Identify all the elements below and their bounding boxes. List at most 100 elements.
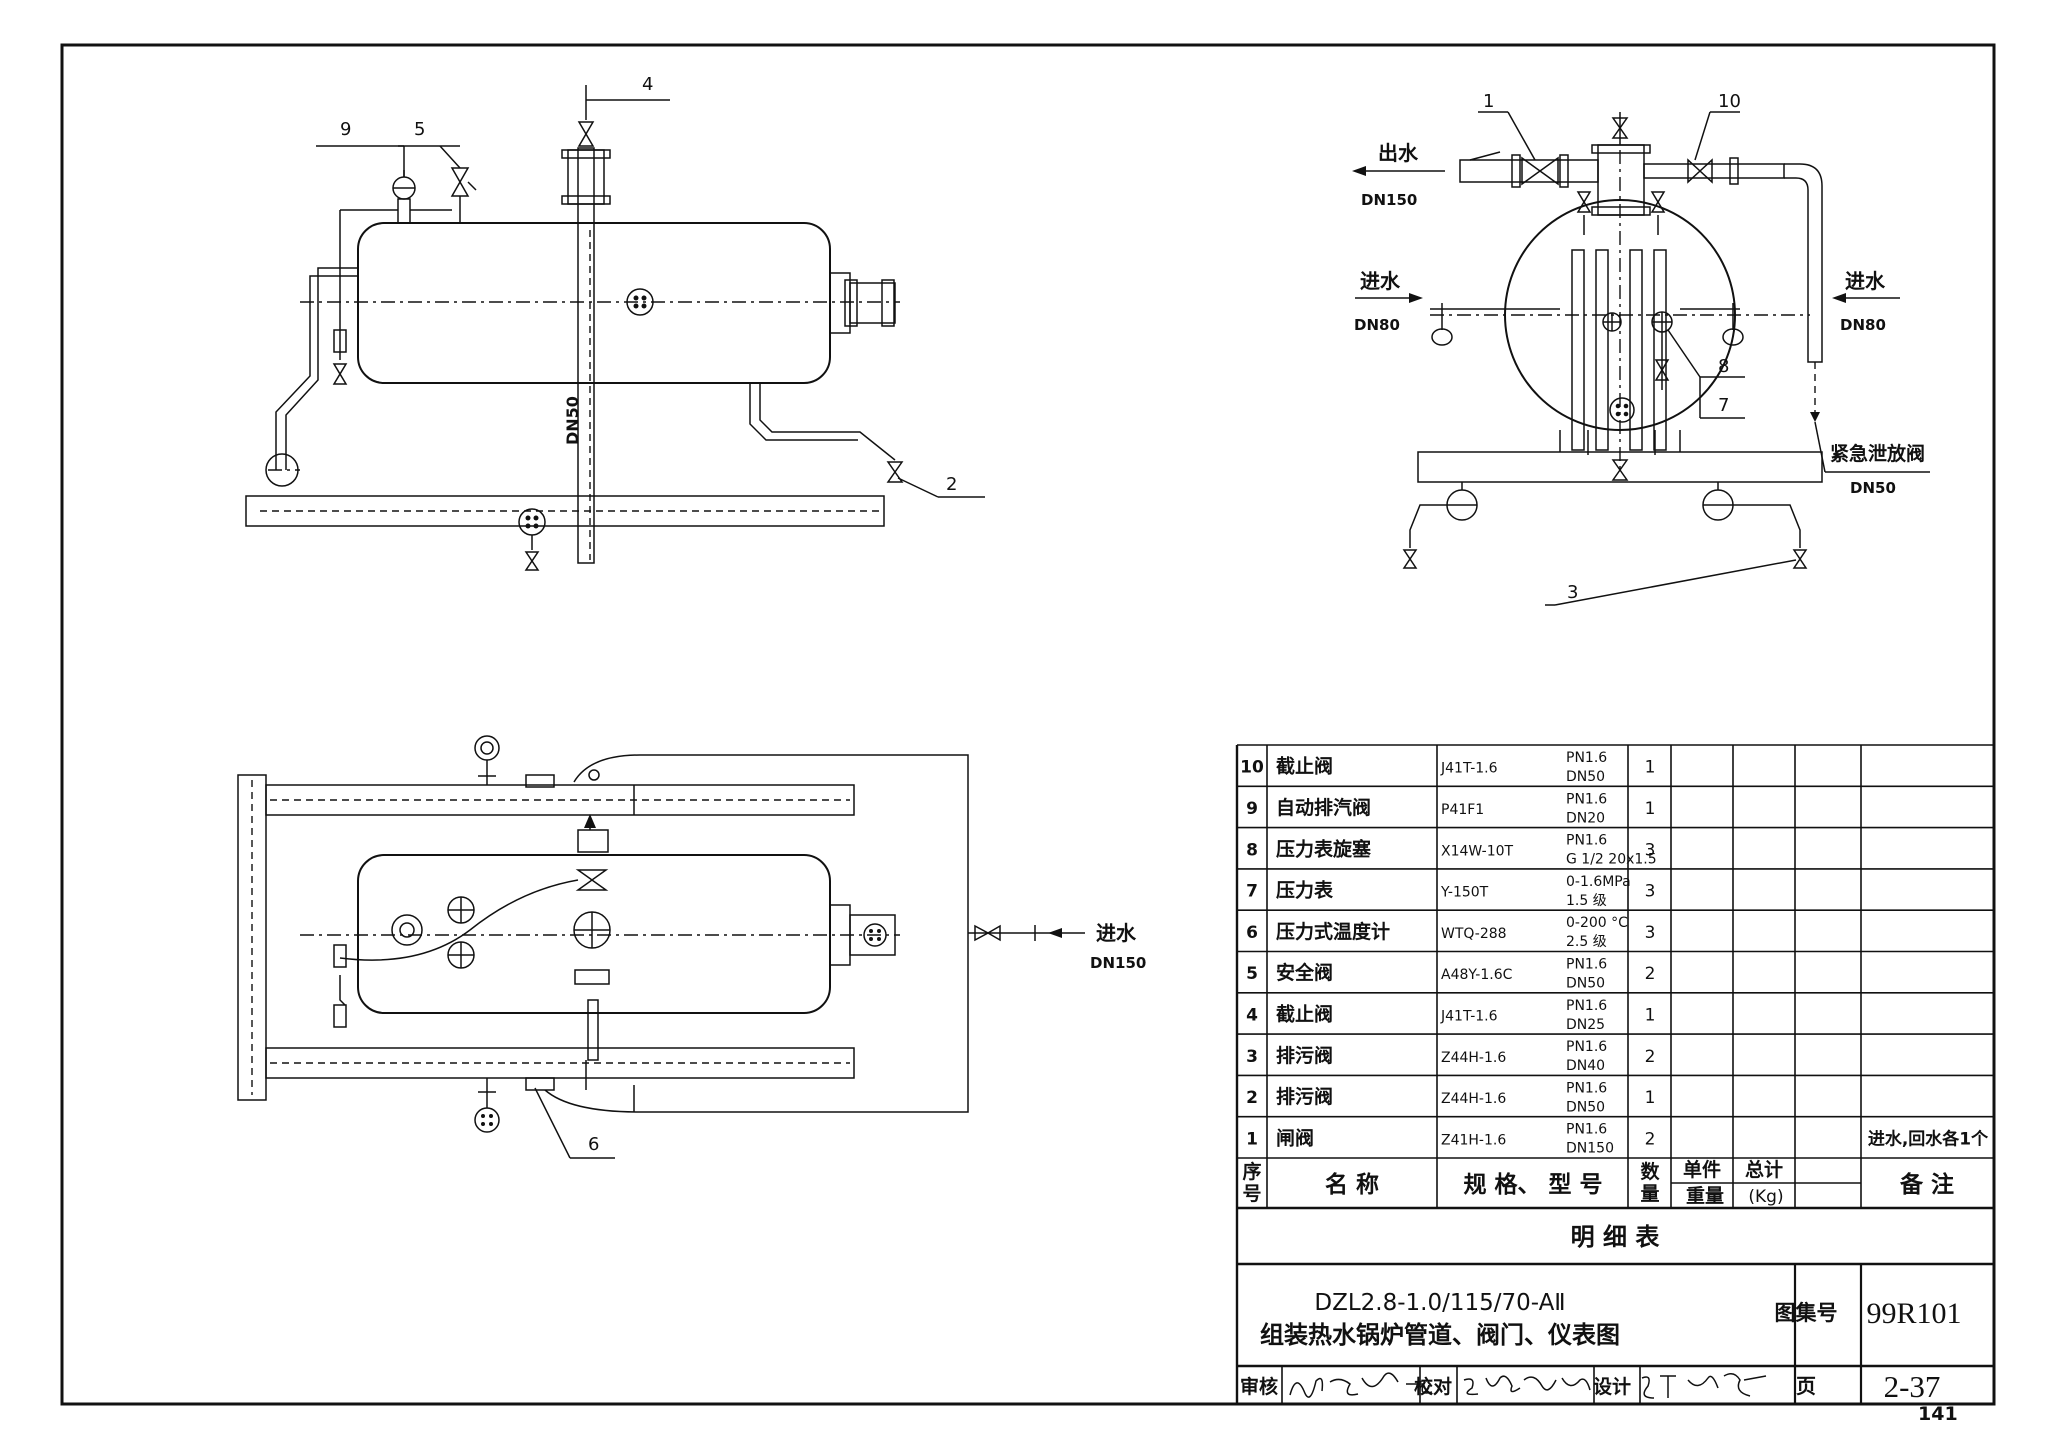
parts-table-caption: 明 细 表 [1571,1223,1661,1251]
pipe-size-label: DN80 [1840,316,1886,334]
pipe-size-label: DN150 [1361,191,1417,209]
cell-model: Y-150T [1440,885,1489,901]
cell-no: 6 [1246,923,1258,943]
parts-table-header: 序 号 名 称 规 格、 型 号 数 量 单件 总计 重量 (Kg) 备 注 [1242,1158,1954,1207]
cell-no: 10 [1240,758,1264,778]
cell-qty: 3 [1645,840,1656,860]
cell-spec: DN20 [1566,810,1605,826]
cell-name: 闸阀 [1276,1126,1314,1149]
header-remark: 备 注 [1899,1171,1954,1198]
leader-number: 6 [588,1134,599,1155]
cell-name: 截止阀 [1276,755,1333,778]
header-no: 号 [1242,1183,1261,1205]
cell-spec: DN25 [1566,1017,1605,1033]
elevation-leader-2: 2 [897,474,985,498]
side-inlet-right-label: 进水 DN80 [1832,269,1900,334]
cell-spec: DN50 [1566,976,1605,992]
cell-name: 自动排汽阀 [1276,796,1371,819]
drawing-frame [60,43,1996,1406]
leader-number: 8 [1718,356,1729,377]
cell-no: 9 [1246,799,1258,819]
leader-number: 10 [1718,91,1741,112]
signature-checker [1463,1375,1591,1396]
cell-spec: PN1.6 [1566,1122,1607,1138]
cell-spec: DN150 [1566,1141,1614,1157]
cell-name: 安全阀 [1276,961,1333,984]
side-view: 出水 DN150 进水 DN80 进水 DN80 紧急泄放阀 DN50 1 [1352,91,1930,606]
leader-number: 5 [414,119,425,140]
side-outlet-label: 出水 DN150 [1352,141,1445,209]
cell-spec: PN1.6 [1566,833,1607,849]
pipe-size-label: DN80 [1354,316,1400,334]
elevation-leader-4: 4 [586,74,670,101]
side-inlet-left-label: 进水 DN80 [1354,269,1423,334]
cell-qty: 3 [1645,923,1656,943]
cell-name: 排污阀 [1276,1044,1333,1067]
cell-no: 3 [1246,1047,1258,1067]
drawing-title: 组装热水锅炉管道、阀门、仪表图 [1260,1321,1620,1349]
cell-qty: 2 [1645,964,1656,984]
signature-designer [1641,1373,1767,1399]
side-leader-10: 10 [1694,91,1741,161]
header-qty: 数 [1640,1160,1660,1183]
plan-view: 进水 DN150 6 [237,735,1146,1159]
cell-name: 压力表 [1276,879,1334,902]
check-label: 校对 [1414,1375,1452,1398]
side-leader-1: 1 [1478,91,1536,161]
cell-qty: 1 [1645,1005,1656,1025]
cell-name: 排污阀 [1276,1085,1333,1108]
cell-spec: 1.5 级 [1566,893,1607,909]
cell-no: 1 [1246,1129,1258,1149]
side-leader-8: 8 [1667,329,1745,378]
header-total-weight: 总计 [1745,1158,1783,1181]
cell-model: J41T-1.6 [1440,1008,1498,1024]
cell-model: Z41H-1.6 [1441,1132,1506,1148]
pipe-size-label: DN50 [563,396,582,445]
cell-spec: DN50 [1566,769,1605,785]
cell-spec: 0-200 °C [1566,915,1628,931]
side-emergency-label: 紧急泄放阀 DN50 [1814,421,1930,497]
header-weight: 重量 [1686,1185,1724,1207]
side-leader-7: 7 [1699,377,1745,419]
cell-model: X14W-10T [1441,843,1514,859]
model-code: DZL2.8-1.0/115/70-AⅡ [1314,1290,1565,1316]
cell-spec: DN40 [1566,1058,1605,1074]
signature-reviewer [1289,1372,1433,1398]
cell-no: 5 [1246,964,1258,984]
cell-qty: 3 [1645,882,1656,902]
cell-remark: 进水,回水各1个 [1868,1128,1989,1149]
header-unit-weight: 单件 [1683,1158,1721,1181]
header-spec: 规 格、 型 号 [1463,1171,1602,1198]
cell-name: 压力表旋塞 [1276,837,1372,860]
leader-number: 3 [1567,582,1578,603]
cell-model: Z44H-1.6 [1441,1050,1506,1066]
elevation-leader-5: 5 [398,119,461,169]
cell-spec: PN1.6 [1566,998,1607,1014]
cell-spec: DN50 [1566,1099,1605,1115]
page-number: 141 [1918,1403,1958,1425]
atlas-label: 图集号 [1775,1301,1838,1325]
cell-qty: 1 [1645,758,1656,778]
leader-number: 2 [946,474,957,495]
side-leader-3: 3 [1545,559,1797,606]
cell-spec: 2.5 级 [1566,934,1607,950]
leader-number: 1 [1483,91,1494,112]
flow-label: 进水 [1096,921,1137,945]
leader-number: 4 [642,74,653,95]
flow-label: 进水 [1845,269,1886,293]
cell-qty: 1 [1645,1088,1656,1108]
cell-qty: 2 [1645,1047,1656,1067]
cell-spec: PN1.6 [1566,957,1607,973]
elevation-view: 9 5 4 2 DN50 [245,74,985,571]
header-qty: 量 [1640,1183,1659,1205]
cell-qty: 2 [1645,1129,1656,1149]
cell-name: 截止阀 [1276,1002,1333,1025]
flow-label: 紧急泄放阀 [1830,442,1925,465]
atlas-number: 99R101 [1866,1297,1961,1330]
cell-spec: PN1.6 [1566,1080,1607,1096]
cell-spec: PN1.6 [1566,791,1607,807]
cell-model: P41F1 [1441,802,1484,818]
